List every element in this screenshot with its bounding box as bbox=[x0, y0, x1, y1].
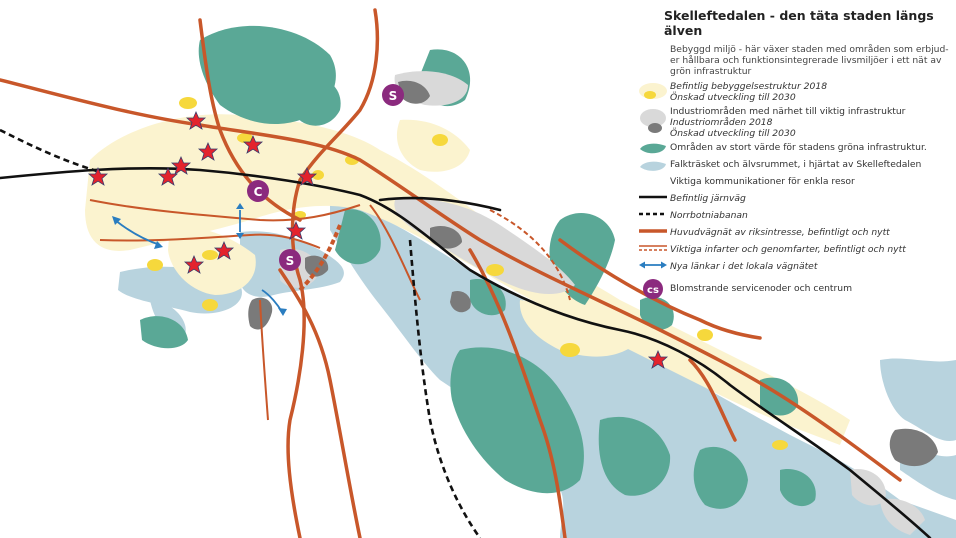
legend-norrbotnia: Norrbotniabanan bbox=[670, 210, 748, 221]
industry-swatch-icon bbox=[636, 106, 670, 136]
legend-industry-existing: Industriområden 2018 bbox=[670, 117, 773, 128]
legend-service-nodes: Blomstrande servicenoder och centrum bbox=[670, 283, 853, 294]
centre-node-label: C bbox=[254, 185, 263, 199]
service-node-label-1: S bbox=[389, 89, 398, 103]
legend-row-entries: Viktiga infarter och genomfarter, befint… bbox=[636, 244, 954, 258]
legend-title: Skelleftedalen - den täta staden längs ä… bbox=[664, 8, 934, 38]
legend-row-green: Områden av stort värde för stadens gröna… bbox=[636, 142, 954, 156]
entries-road-line-icon bbox=[636, 244, 670, 252]
service-nodes-layer: S C S bbox=[247, 84, 404, 271]
legend-comm-heading: Viktiga kommunikationer för enkla resor bbox=[670, 176, 855, 187]
legend-row-links: Nya länkar i det lokala vägnätet bbox=[636, 261, 954, 275]
legend-built-existing: Befintlig bebyggelsestruktur 2018 bbox=[670, 81, 828, 92]
map-legend: Skelleftedalen - den täta staden längs ä… bbox=[636, 8, 954, 303]
legend-industry-heading: Industriområden med närhet till viktig i… bbox=[670, 106, 906, 117]
water-swatch-icon bbox=[636, 159, 670, 173]
legend-row-norrbotnia: Norrbotniabanan bbox=[636, 210, 954, 224]
legend-built-desired: Önskad utveckling till 2030 bbox=[670, 92, 796, 103]
legend-row-industry: Industriområden med närhet till viktig i… bbox=[636, 106, 954, 139]
built-desired-layer bbox=[147, 97, 788, 450]
legend-intro: Bebyggd miljö - här växer staden med omr… bbox=[670, 44, 949, 77]
legend-row-comm-heading: Viktiga kommunikationer för enkla resor bbox=[636, 176, 954, 190]
legend-row-water: Falkträsket och älvsrummet, i hjärtat av… bbox=[636, 159, 954, 173]
service-node-label-2: S bbox=[286, 254, 295, 268]
railway-layer bbox=[0, 167, 932, 538]
double-arrow-icon bbox=[636, 261, 670, 269]
industrial-desired-layer bbox=[248, 80, 938, 467]
green-swatch-icon bbox=[636, 142, 670, 156]
legend-row-service: cs Blomstrande servicenoder och centrum bbox=[636, 278, 954, 300]
legend-links: Nya länkar i det lokala vägnätet bbox=[670, 261, 818, 272]
legend-row-railway: Befintlig järnväg bbox=[636, 193, 954, 207]
norrbotnia-layer bbox=[0, 128, 482, 538]
legend-water: Falkträsket och älvsrummet, i hjärtat av… bbox=[670, 159, 922, 170]
built-area-swatch-icon bbox=[636, 81, 670, 103]
legend-row-built: Befintlig bebyggelsestruktur 2018 Önskad… bbox=[636, 81, 954, 103]
legend-main-road: Huvudvägnät av riksintresse, befintligt … bbox=[670, 227, 890, 238]
link-arrowheads bbox=[112, 203, 287, 316]
legend-railway: Befintlig järnväg bbox=[670, 193, 746, 204]
stars-layer bbox=[87, 110, 669, 369]
main-road-line-icon bbox=[636, 227, 670, 235]
legend-cs-symbol: cs bbox=[647, 285, 659, 296]
legend-row-main-road: Huvudvägnät av riksintresse, befintligt … bbox=[636, 227, 954, 241]
norrbotnia-line-icon bbox=[636, 210, 670, 218]
legend-green: Områden av stort värde för stadens gröna… bbox=[670, 142, 927, 153]
railway-line-icon bbox=[636, 193, 670, 201]
service-node-icon: cs bbox=[636, 278, 670, 300]
legend-industry-desired: Önskad utveckling till 2030 bbox=[670, 128, 796, 139]
legend-entries: Viktiga infarter och genomfarter, befint… bbox=[670, 244, 906, 255]
